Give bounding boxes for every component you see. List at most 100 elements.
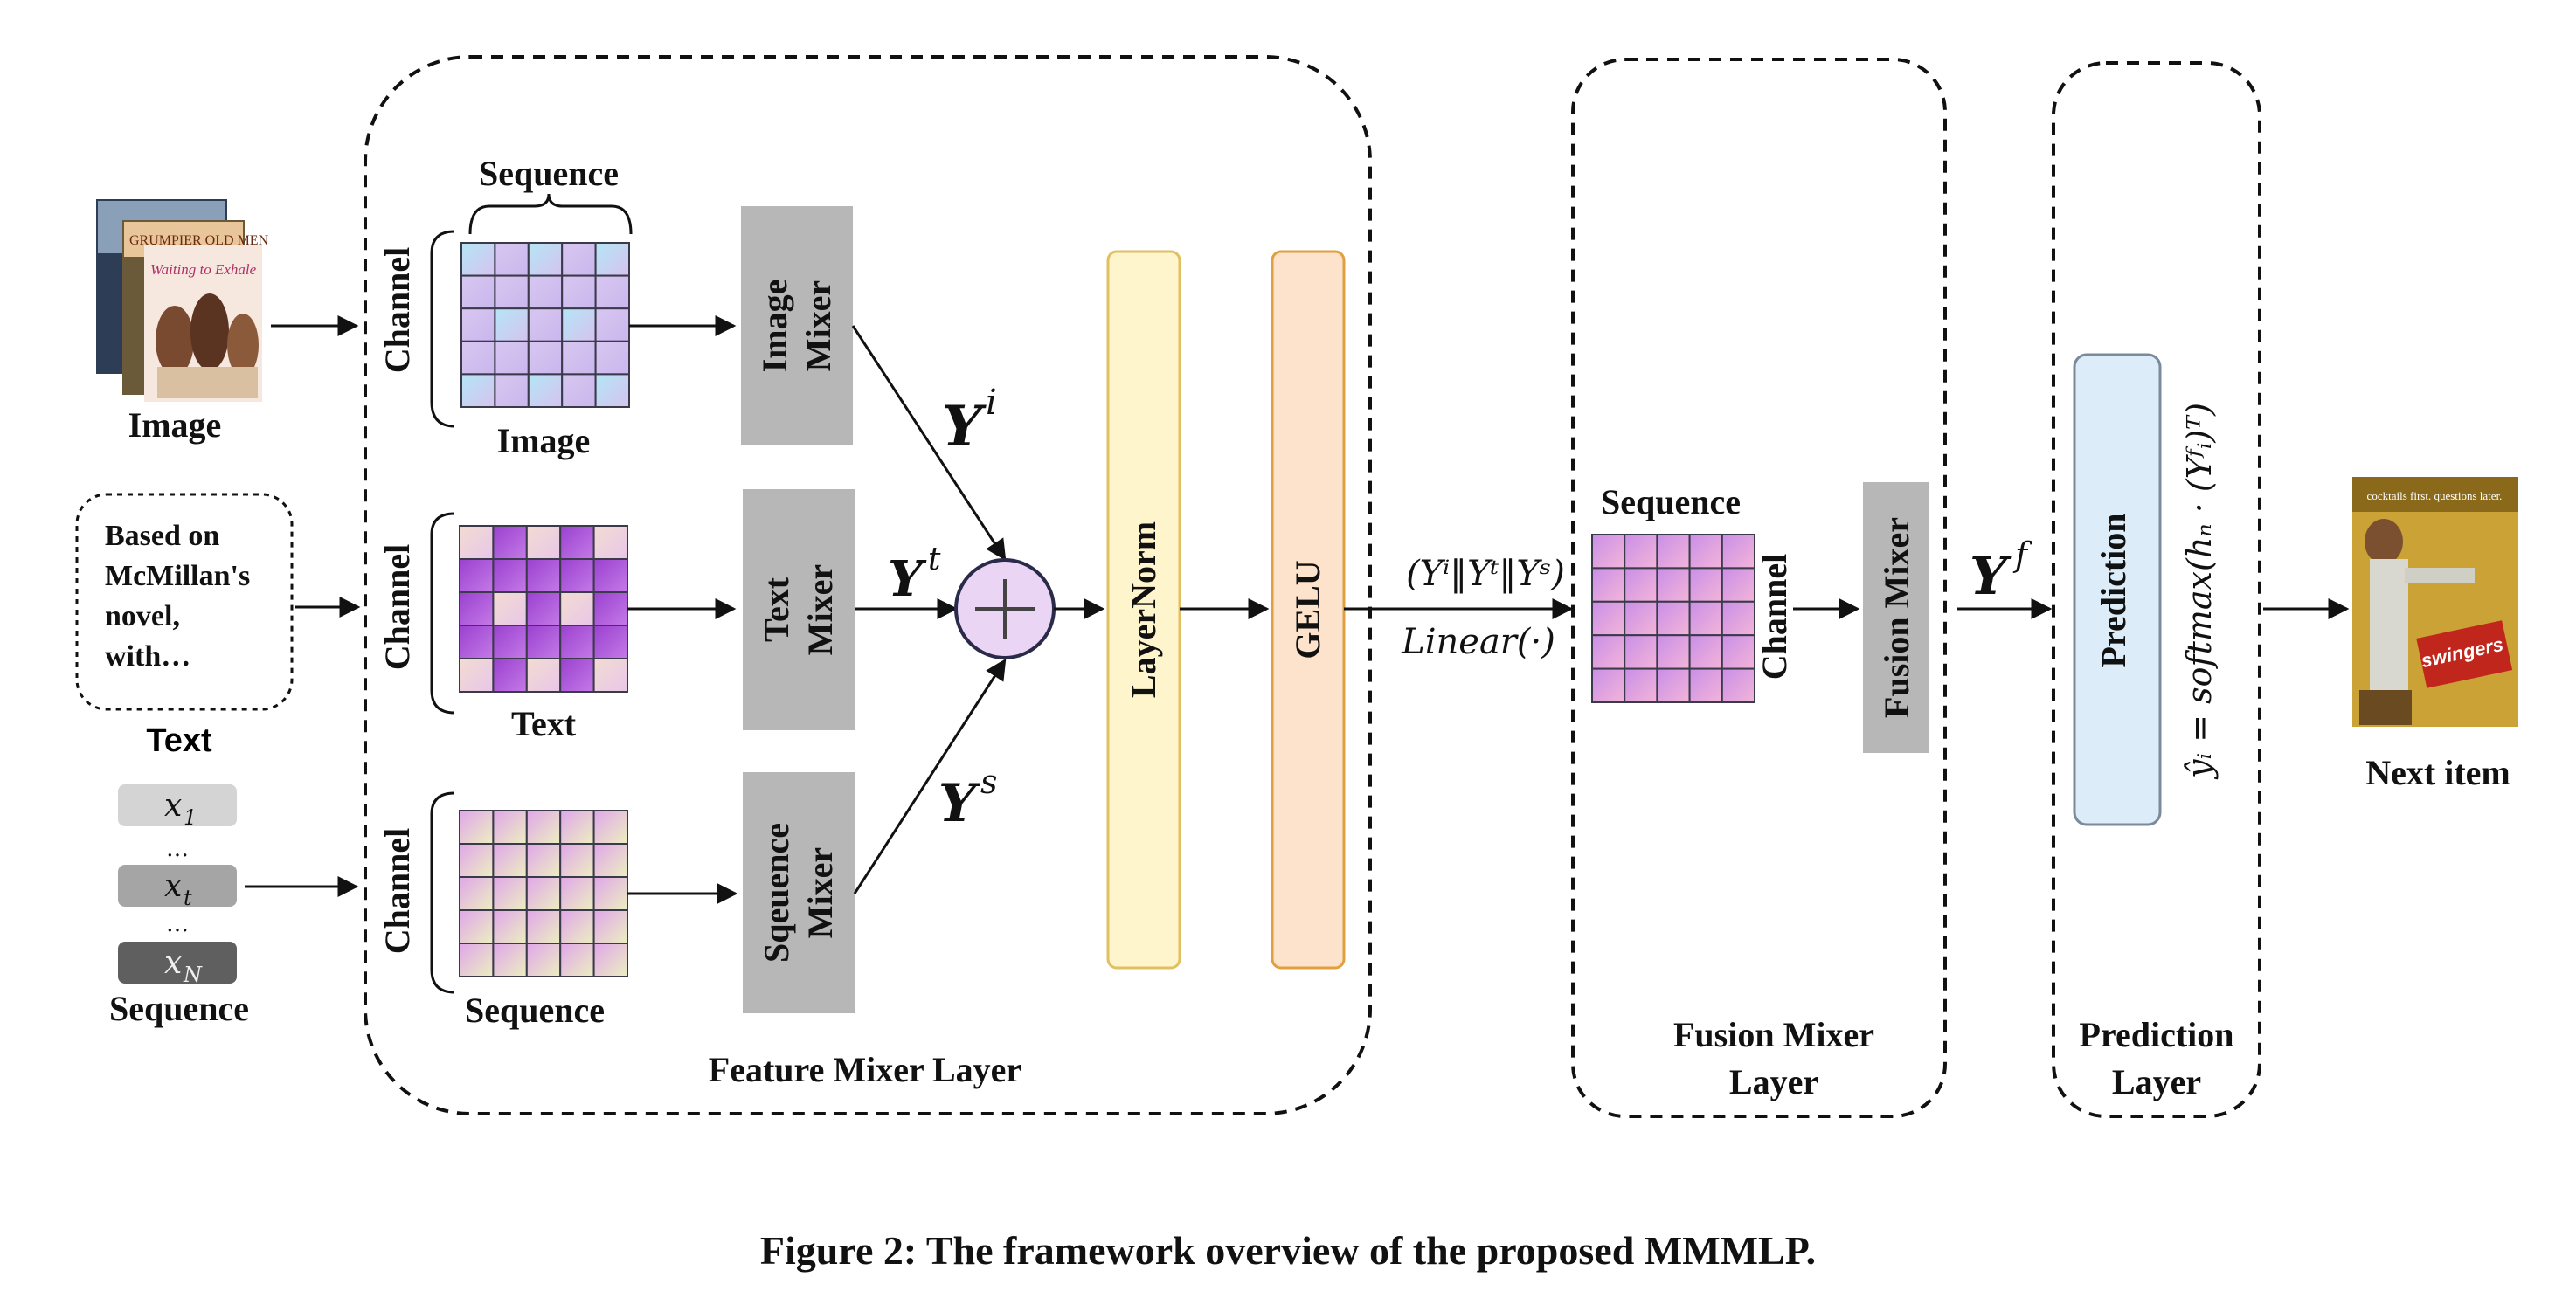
image-mixer-label-2: Mixer — [799, 280, 838, 371]
svg-text:GRUMPIER OLD MEN: GRUMPIER OLD MEN — [129, 233, 269, 248]
arrow-seq-mixer-to-sum — [853, 658, 1007, 894]
sequence-item-n — [118, 942, 237, 984]
svg-text:Y: Y — [942, 394, 987, 459]
linear-formula: Linear(·) — [1401, 622, 1555, 662]
matrix-cell — [494, 340, 530, 376]
sequence-input-label: Sequence — [109, 989, 249, 1028]
matrix-cell — [525, 625, 562, 659]
fusion-mixer-label: Fusion Mixer — [1877, 517, 1916, 718]
matrix-cell — [592, 876, 628, 911]
matrix-cell — [460, 307, 496, 342]
matrix-cell — [559, 909, 595, 944]
matrix-cell — [525, 843, 562, 878]
fusion-sequence-label: Sequence — [1601, 482, 1741, 521]
matrix-cell — [561, 274, 597, 310]
fusion-title-line-1: Fusion Mixer — [1673, 1015, 1874, 1054]
matrix-cell — [592, 658, 628, 693]
matrix-cell — [459, 909, 495, 944]
svg-text:Y: Y — [938, 773, 980, 834]
matrix-cell — [1591, 600, 1626, 637]
layernorm-label: LayerNorm — [1124, 521, 1163, 698]
matrix-cell — [561, 242, 597, 277]
matrix-cell — [460, 340, 496, 376]
matrix-cell — [492, 525, 528, 560]
svg-text:…: … — [166, 836, 189, 862]
matrix-cell — [1624, 534, 1658, 570]
matrix-cell — [1688, 634, 1723, 670]
matrix-cell — [1624, 600, 1658, 637]
fusion-title-line-2: Layer — [1729, 1062, 1818, 1101]
matrix-cell — [460, 274, 496, 310]
sequence-matrix-label: Sequence — [465, 991, 605, 1030]
matrix-cell — [525, 909, 562, 944]
matrix-cell — [559, 658, 595, 693]
matrix-cell — [460, 242, 496, 277]
text-input-label: Text — [146, 722, 212, 759]
matrix-cell — [459, 843, 495, 878]
matrix-cell — [1688, 567, 1723, 603]
matrix-cell — [1591, 634, 1626, 670]
matrix-cell — [459, 525, 495, 560]
arrow-image-mixer-to-sum — [851, 325, 1007, 562]
matrix-cell — [492, 558, 528, 593]
matrix-cell — [492, 625, 528, 659]
matrix-cell — [559, 843, 595, 878]
matrix-cell — [494, 242, 530, 277]
svg-text:s: s — [980, 763, 998, 801]
matrix-cell — [492, 810, 528, 845]
sequence-input: x 1 … x t … x N — [118, 784, 237, 987]
y-image-label: Y i — [942, 383, 997, 459]
matrix-cell — [459, 943, 495, 977]
prediction-title-line-1: Prediction — [2079, 1015, 2233, 1054]
matrix-cell — [561, 307, 597, 342]
matrix-cell — [559, 625, 595, 659]
matrix-cell — [559, 876, 595, 911]
prediction-layer-container — [2052, 61, 2261, 1118]
svg-text:i: i — [986, 383, 997, 423]
prediction-box-label: Prediction — [2094, 513, 2133, 667]
sequence-item-1 — [118, 784, 237, 826]
matrix-sequence-label: Sequence — [479, 154, 619, 193]
svg-text:Y: Y — [888, 550, 927, 608]
matrix-cell — [1688, 534, 1723, 570]
matrix-cell — [594, 373, 630, 408]
text-input-line-2: McMillan's — [105, 560, 250, 592]
matrix-cell — [1624, 634, 1658, 670]
matrix-cell — [592, 843, 628, 878]
matrix-cell — [1624, 667, 1658, 703]
channel-brace-image — [430, 230, 455, 428]
matrix-cell — [1656, 600, 1691, 637]
matrix-cell — [592, 810, 628, 845]
channel-label-image: Channel — [377, 247, 417, 374]
svg-text:N: N — [183, 963, 203, 987]
text-mixer-box — [743, 489, 855, 730]
matrix-cell — [559, 558, 595, 593]
image-posters: GRUMPIER OLD MEN Waiting to Exhale — [96, 199, 269, 402]
svg-text:x: x — [164, 945, 182, 981]
matrix-cell — [1656, 667, 1691, 703]
svg-text:Y: Y — [1970, 546, 2012, 607]
sequence-item-t — [118, 865, 237, 907]
y-fusion-label: Y f — [1970, 535, 2032, 607]
matrix-cell — [561, 373, 597, 408]
matrix-cell — [592, 525, 628, 560]
y-seq-label: Y s — [938, 763, 998, 834]
prediction-formula: ŷᵢ = softmax(hₙ · (Yᶠᵢ)ᵀ) — [2180, 403, 2219, 780]
matrix-cell — [459, 591, 495, 626]
matrix-cell — [494, 373, 530, 408]
matrix-cell — [592, 558, 628, 593]
matrix-cell — [494, 307, 530, 342]
sequence-mixer-box — [743, 772, 855, 1013]
svg-text:t: t — [184, 886, 192, 910]
matrix-cell — [459, 558, 495, 593]
channel-brace-text — [430, 512, 455, 715]
matrix-cell — [527, 373, 564, 408]
matrix-cell — [527, 274, 564, 310]
matrix-cell — [1721, 667, 1756, 703]
gelu-label: GELU — [1288, 560, 1327, 659]
y-text-label: Y t — [888, 542, 941, 608]
matrix-cell — [459, 810, 495, 845]
image-matrix-label: Image — [497, 421, 591, 460]
image-matrix — [460, 242, 630, 408]
